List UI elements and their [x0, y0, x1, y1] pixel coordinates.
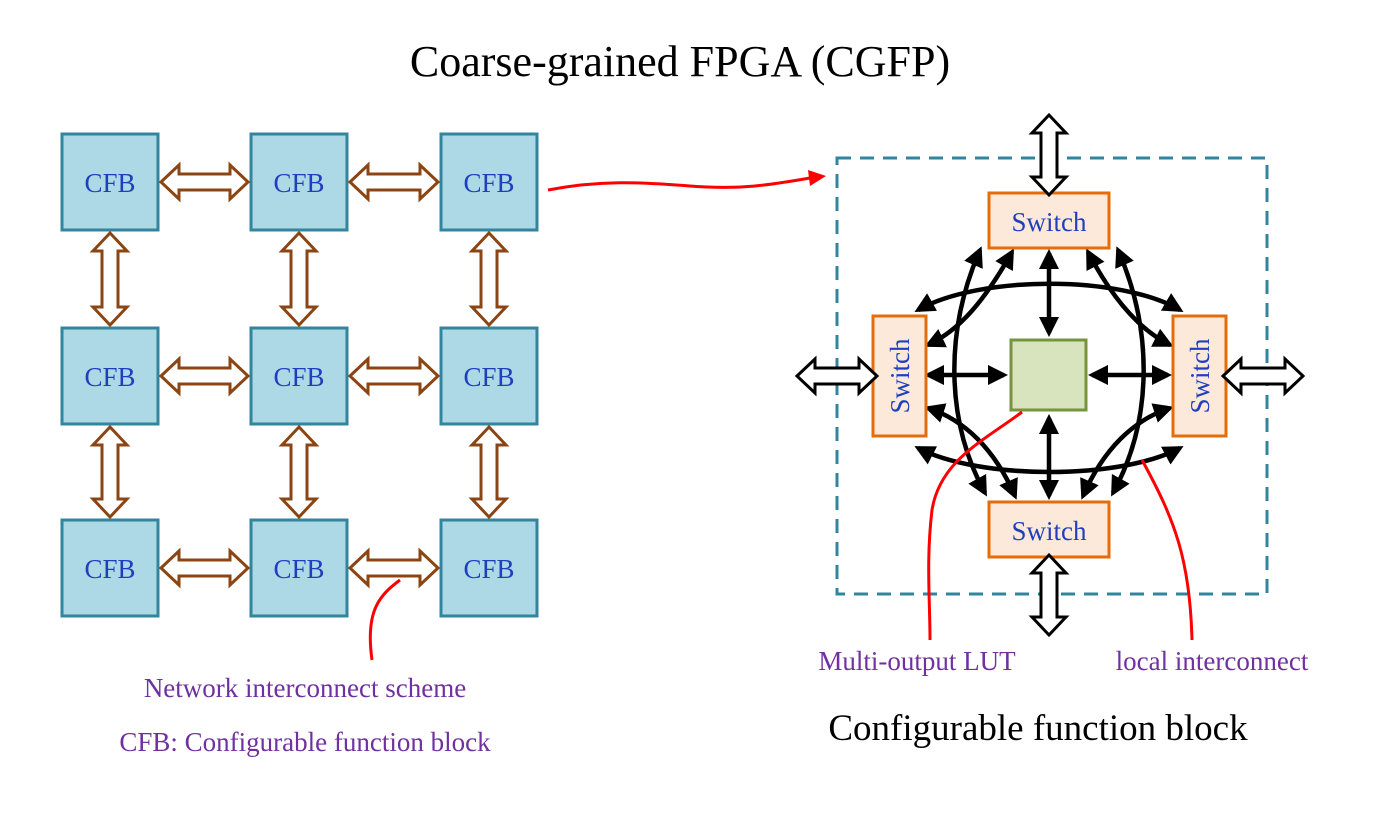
multi-output-lut-label: Multi-output LUT: [818, 646, 1016, 676]
switch-right-label: Switch: [1185, 338, 1215, 414]
external-io-arrow: [1028, 552, 1070, 638]
cfb-label: CFB: [84, 362, 135, 392]
cfb-label: CFB: [273, 362, 324, 392]
network-callout-line: [368, 578, 401, 661]
switch-top: Switch: [987, 191, 1111, 250]
cfb-block: CFB: [249, 132, 349, 232]
network-arrow-horizontal: [347, 355, 441, 397]
switch-left-label: Switch: [885, 338, 915, 414]
switch-right: Switch: [1171, 314, 1228, 438]
cfb-label: CFB: [84, 554, 135, 584]
network-arrow-vertical: [278, 424, 320, 520]
switch-bottom-label: Switch: [1011, 516, 1087, 546]
external-io-arrow: [1220, 355, 1306, 397]
zoom-connector-line: [547, 176, 811, 192]
cfb-grid: CFB CFB CFB CFB CFB CFB CFB CFB CFB: [60, 132, 539, 618]
external-io-arrow: [794, 355, 880, 397]
network-arrow-vertical: [89, 230, 131, 328]
network-arrow-vertical: [468, 230, 510, 328]
cfb-label: CFB: [84, 168, 135, 198]
network-interconnect-label: Network interconnect scheme: [144, 673, 466, 703]
network-arrow-horizontal: [158, 161, 251, 203]
network-arrow-horizontal: [158, 547, 251, 589]
external-io-arrows: [794, 112, 1306, 638]
cfb-block: CFB: [60, 518, 160, 618]
cfb-label: CFB: [463, 168, 514, 198]
local-interconnect-label: local interconnect: [1116, 646, 1309, 676]
external-io-arrow: [1028, 112, 1070, 198]
cfb-block: CFB: [249, 326, 349, 426]
switch-left: Switch: [871, 314, 928, 438]
network-arrow-vertical: [89, 424, 131, 520]
cfb-definition-label: CFB: Configurable function block: [119, 727, 491, 757]
cfb-block: CFB: [60, 132, 160, 232]
cfb-block: CFB: [439, 132, 539, 232]
switch-bottom: Switch: [987, 500, 1111, 559]
cfb-label: CFB: [463, 554, 514, 584]
network-arrow-horizontal: [347, 161, 441, 203]
cfb-block: CFB: [439, 326, 539, 426]
switch-top-label: Switch: [1011, 207, 1087, 237]
configurable-function-block-title: Configurable function block: [828, 708, 1248, 749]
network-arrow-vertical: [278, 230, 320, 328]
cfb-block: CFB: [439, 518, 539, 618]
cfb-block: CFB: [60, 326, 160, 426]
cfb-label: CFB: [273, 168, 324, 198]
network-arrow-vertical: [468, 424, 510, 520]
cfb-label: CFB: [463, 362, 514, 392]
cfb-block: CFB: [249, 518, 349, 618]
multi-output-lut-block: [1009, 338, 1088, 412]
network-interconnect-arrows: [89, 161, 510, 589]
local-interconnect-curves: [914, 246, 1184, 501]
diagram-title: Coarse-grained FPGA (CGFP): [410, 37, 950, 86]
network-arrow-horizontal: [347, 547, 441, 589]
network-arrow-horizontal: [158, 355, 251, 397]
cfb-label: CFB: [273, 554, 324, 584]
lut-callout-line: [927, 410, 1023, 641]
local-interconnect-callout-line: [1140, 459, 1194, 641]
zoom-connector-arrowhead: [808, 170, 826, 186]
